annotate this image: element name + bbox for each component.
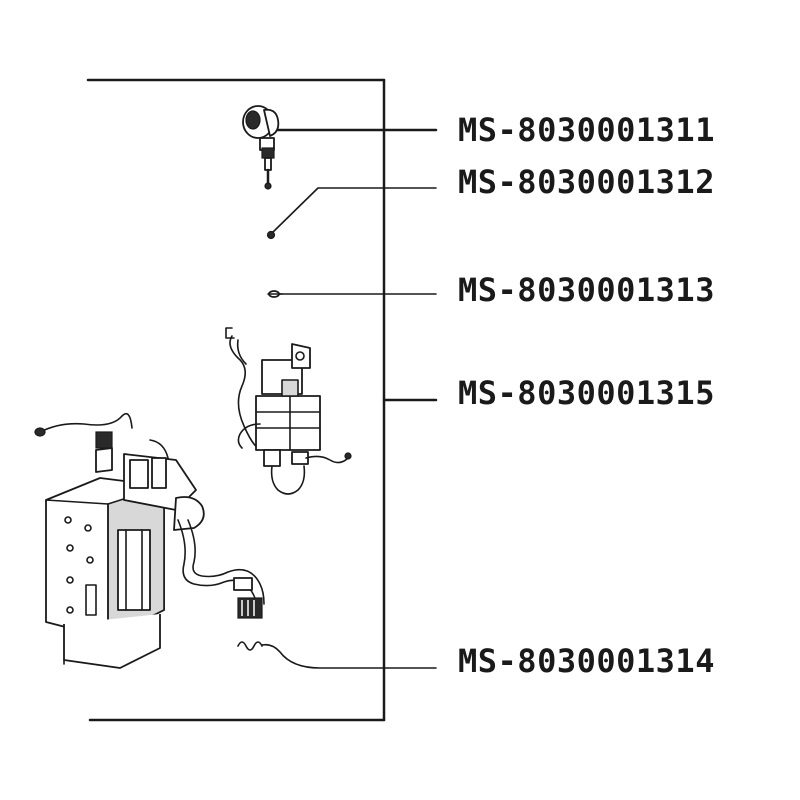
leader-lines xyxy=(261,128,438,669)
part-1314-spring-clip xyxy=(237,641,263,651)
part-label-1313: MS-8030001313 xyxy=(458,271,715,309)
part-label-1314: MS-8030001314 xyxy=(458,642,715,680)
part-1312-pin xyxy=(266,230,276,240)
leader-line-1312 xyxy=(271,187,437,234)
part-1315-solenoid-valve xyxy=(225,327,352,495)
part-label-1315: MS-8030001315 xyxy=(458,374,715,412)
part-label-1312: MS-8030001312 xyxy=(458,163,715,201)
part-1311-valve-knob xyxy=(242,105,280,190)
leader-line-1314 xyxy=(261,643,437,669)
part-label-1311: MS-8030001311 xyxy=(458,111,715,149)
boiler-assembly xyxy=(34,412,265,669)
part-1313-clip xyxy=(267,290,283,298)
